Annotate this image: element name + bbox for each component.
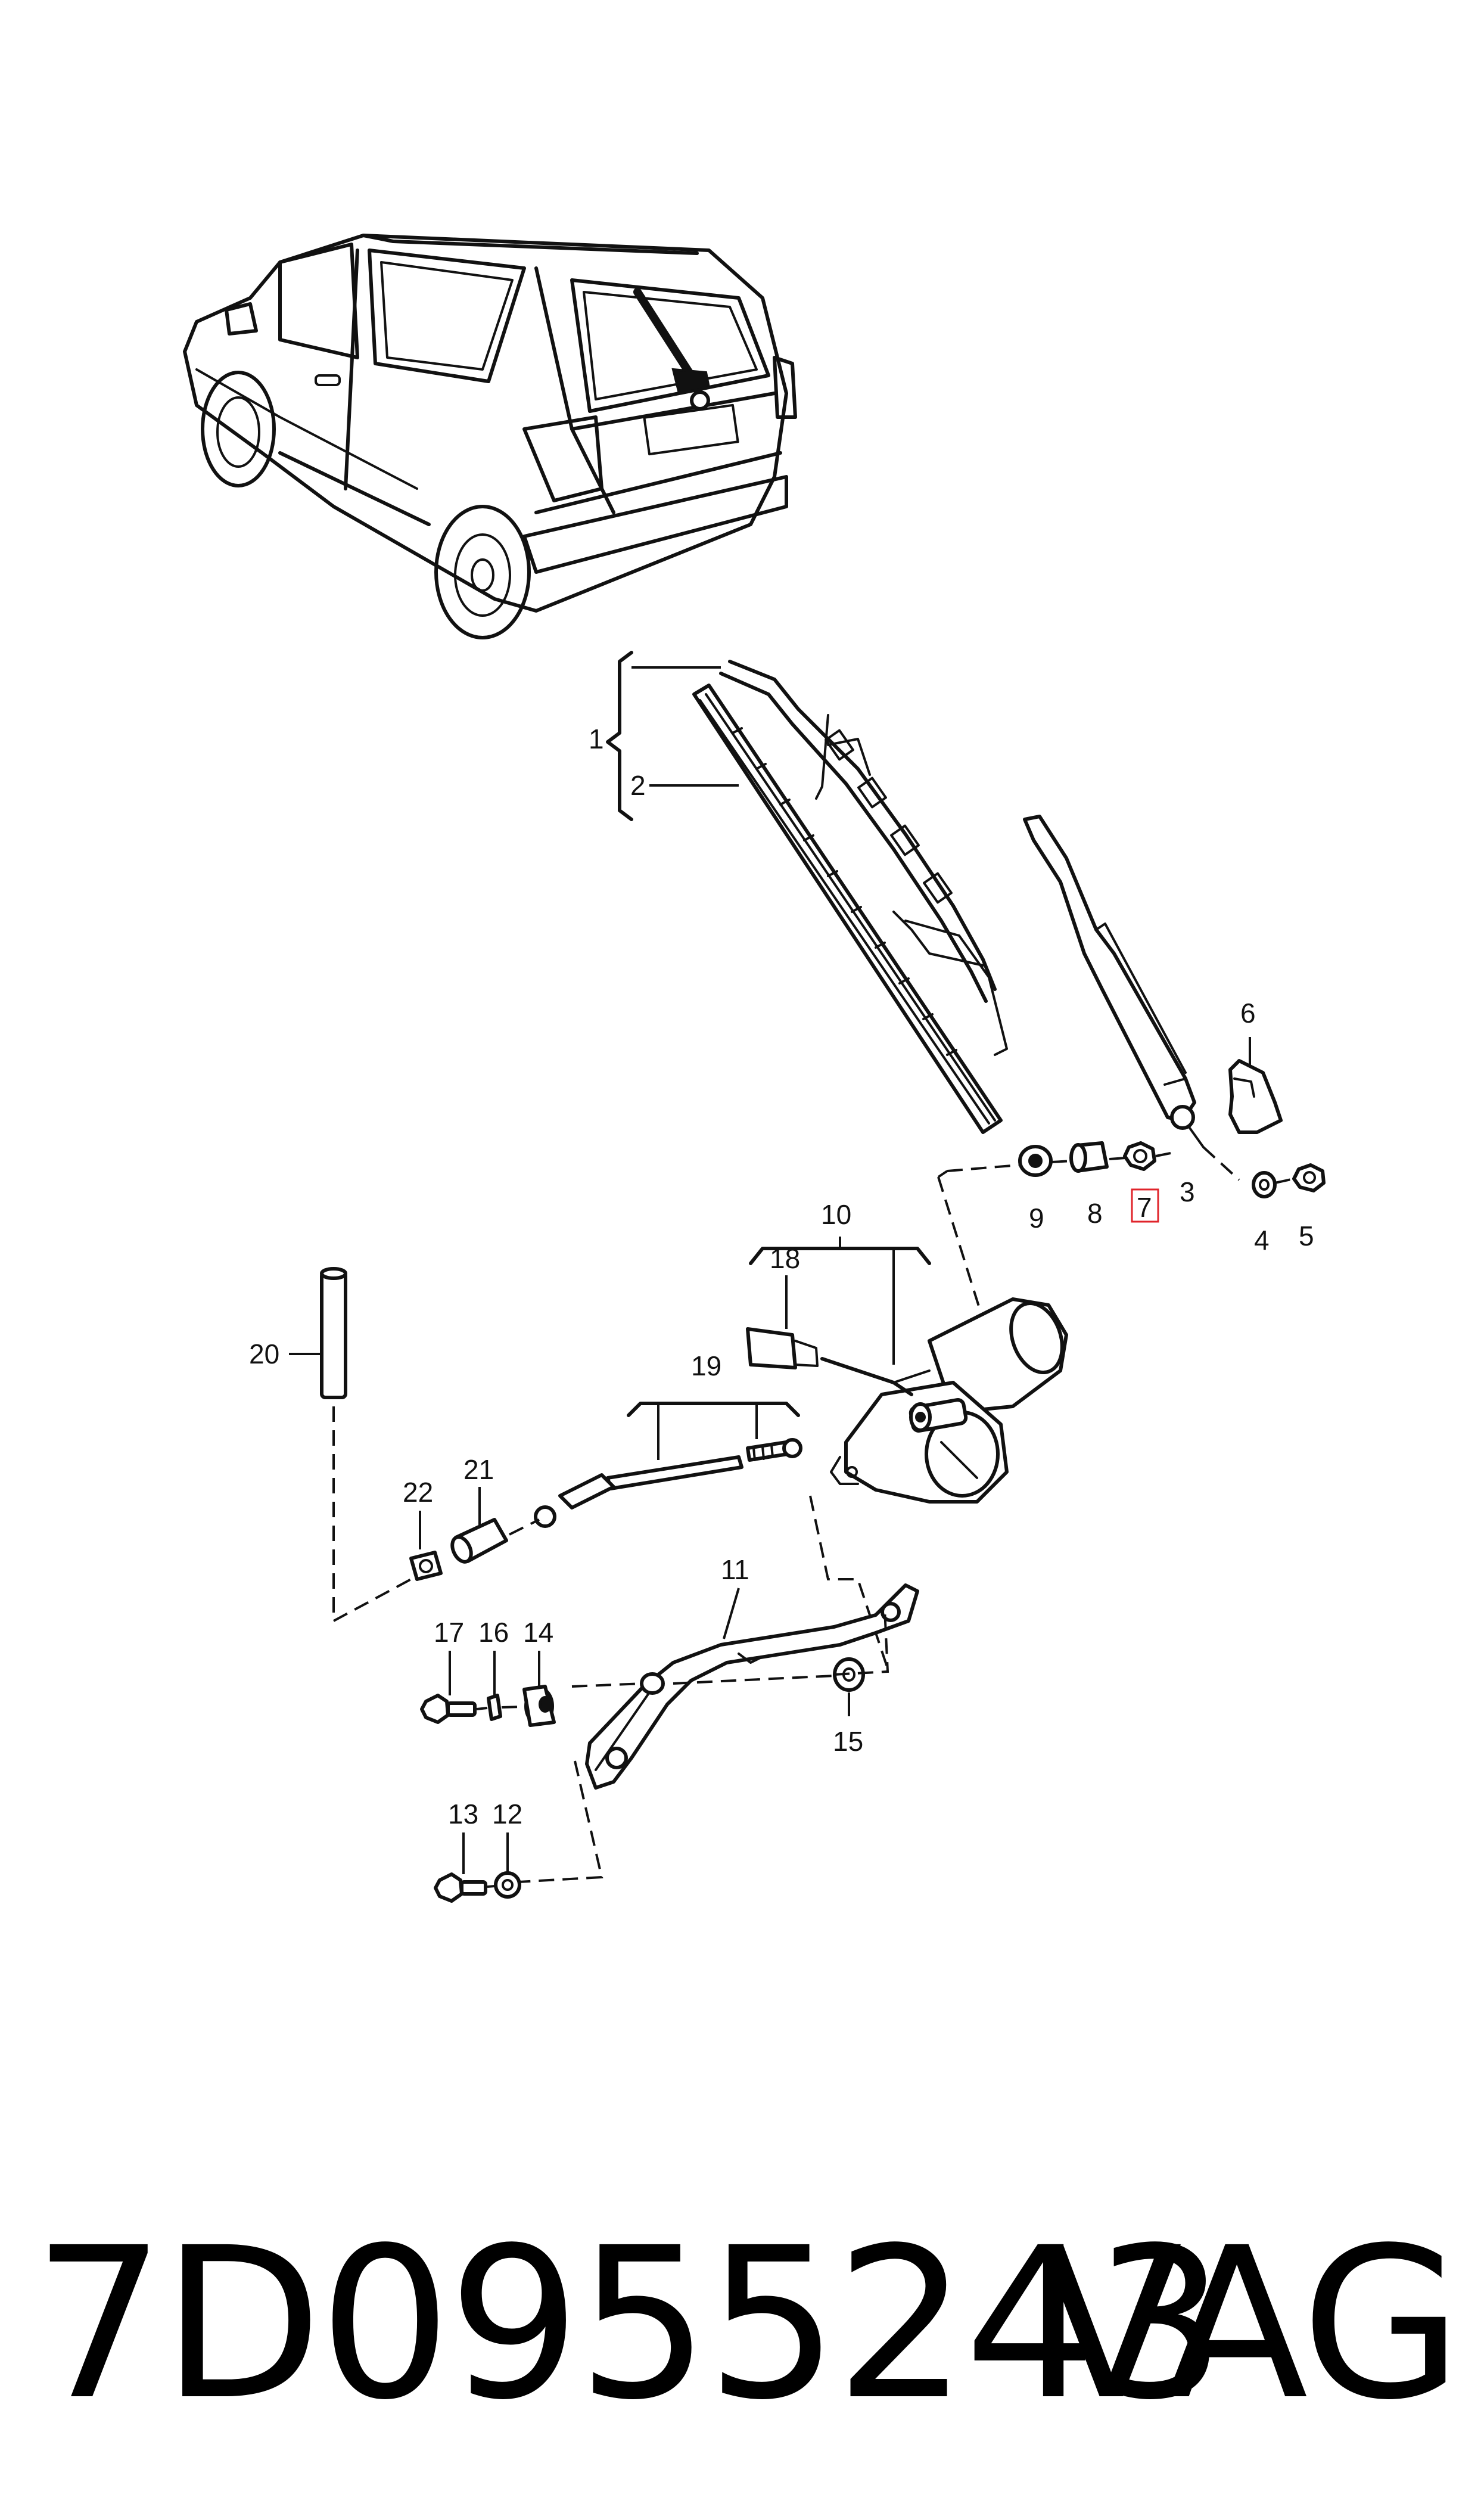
callout-14: 14 (523, 1617, 553, 1648)
linkage-parts (289, 1267, 802, 1622)
callout-21: 21 (463, 1454, 494, 1485)
wiper-blade-assembly (606, 651, 1008, 1134)
callout-3: 3 (1180, 1176, 1195, 1207)
brand-label: VAG (1040, 2203, 1463, 2446)
hinge-cap (1228, 1037, 1283, 1134)
callout-19: 19 (691, 1350, 721, 1381)
callout-10: 10 (821, 1199, 851, 1230)
wiper-motor (746, 1237, 1068, 1669)
callout-18: 18 (770, 1243, 800, 1274)
part-number: 7D0955243 (33, 2203, 1226, 2446)
callout-6: 6 (1240, 998, 1256, 1029)
mounting-bracket (518, 1583, 919, 1883)
callout-16: 16 (478, 1617, 509, 1648)
callout-5: 5 (1299, 1220, 1314, 1251)
car-illustration (183, 234, 797, 639)
callout-13: 13 (448, 1799, 478, 1830)
callout-9: 9 (1029, 1203, 1044, 1234)
callout-4: 4 (1254, 1225, 1270, 1256)
callout-1: 1 (589, 723, 604, 754)
callout-20: 20 (249, 1338, 279, 1369)
callout-11: 11 (721, 1554, 749, 1585)
callout-2: 2 (630, 770, 646, 801)
callout-7: 7 (1137, 1192, 1152, 1223)
callout-15: 15 (833, 1726, 863, 1757)
fasteners (420, 1651, 556, 1903)
callout-8: 8 (1087, 1198, 1103, 1229)
callout-17: 17 (434, 1617, 464, 1648)
callout-12: 12 (492, 1799, 522, 1830)
callout-7-highlight (1131, 1188, 1159, 1223)
wiper-arm (1023, 815, 1205, 1148)
callout-labels: 1 2 6 9 8 7 3 4 5 10 18 20 19 21 22 11 1… (249, 723, 1314, 1830)
callout-22: 22 (403, 1477, 433, 1508)
